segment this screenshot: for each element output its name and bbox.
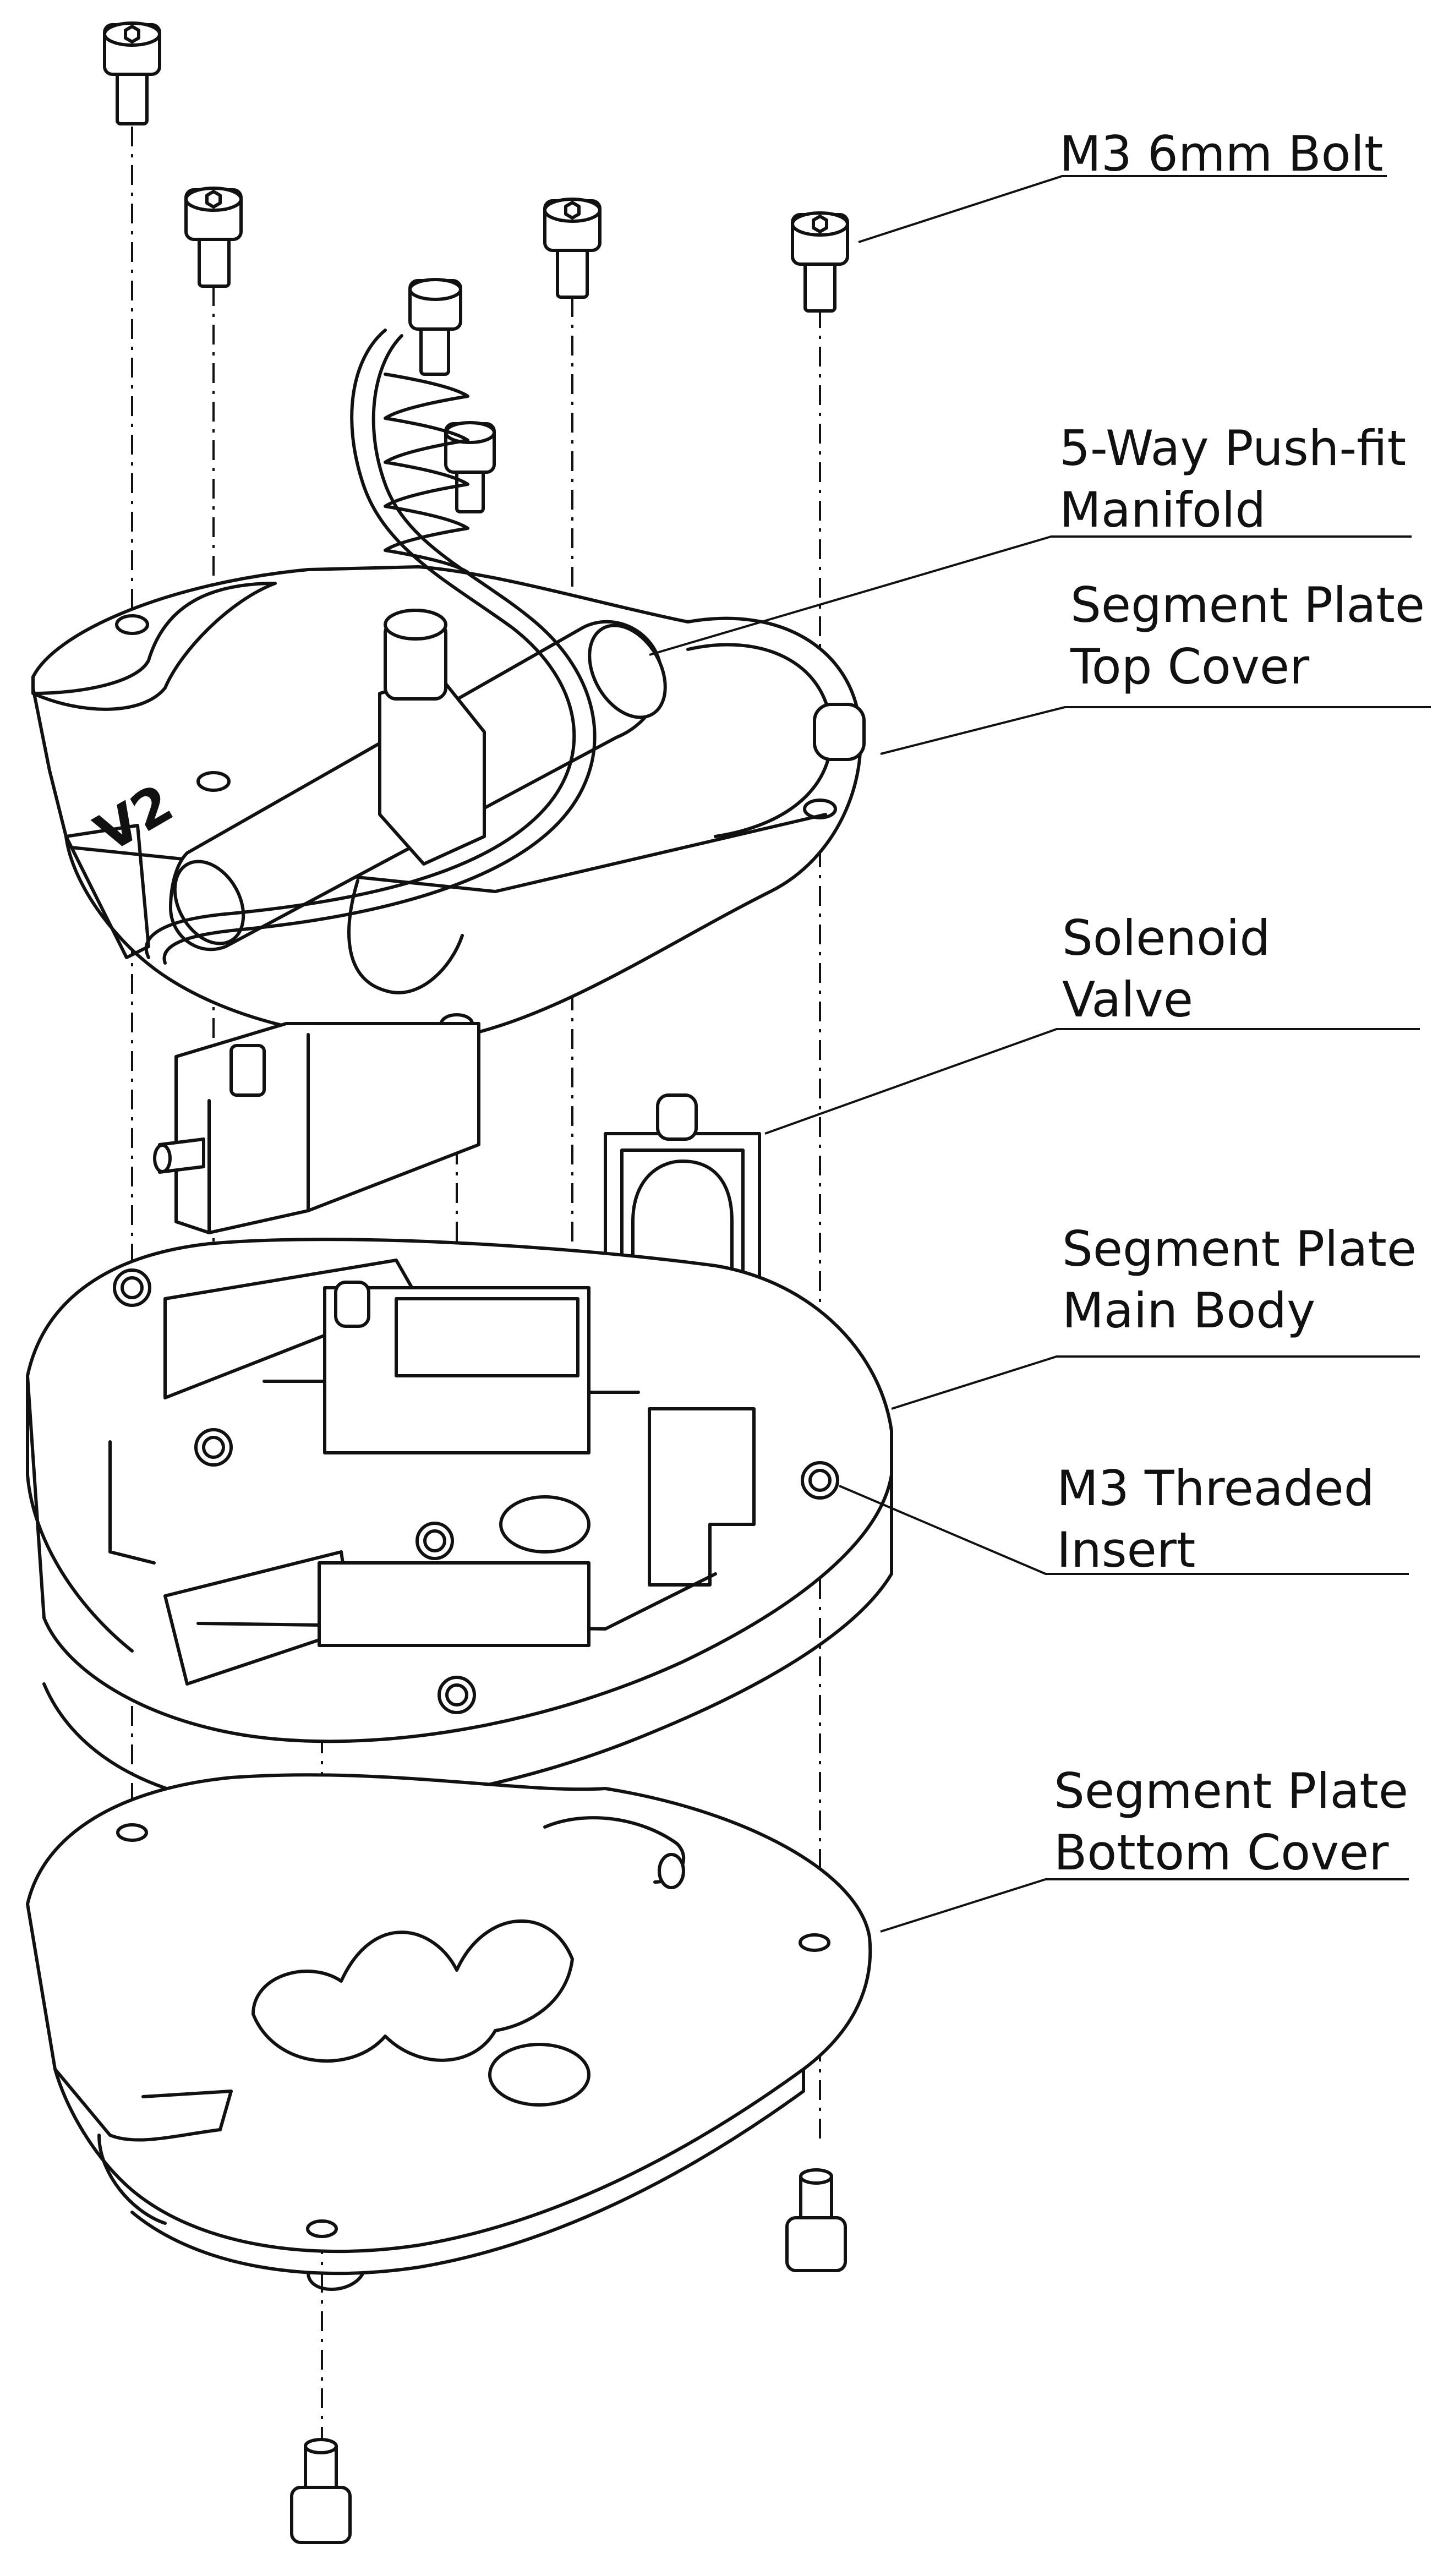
callout-leader-lines [649,175,1431,1933]
label-main-body: Segment Plate Main Body [1062,1221,1432,1339]
segment-plate-bottom-cover [26,1773,872,2291]
m3-bolt-top-2 [184,187,243,288]
m3-bolt-top-4 [791,211,849,313]
label-push-fit-manifold: 5-Way Push-fit Manifold [1059,420,1421,538]
solenoid-valve-left [153,1022,480,1234]
label-m3-bolt: M3 6mm Bolt [1059,125,1383,182]
m3-bolt-spring-1 [408,278,462,376]
m3-bolt-top-1 [103,21,161,125]
callout-labels: M3 6mm Bolt 5-Way Push-fit Manifold Segm… [1054,125,1438,1881]
label-threaded-insert: M3 Threaded Insert [1057,1460,1390,1578]
label-bottom-cover: Segment Plate Bottom Cover [1054,1763,1424,1881]
five-way-push-fit-manifold [169,609,667,994]
pneumatic-tube-loop [144,329,597,965]
m3-bolt-top-3 [543,198,602,299]
m3-bolt-spring-2 [444,421,496,513]
spring-coil [384,373,469,596]
m3-bolt-bottom-left [290,2438,352,2544]
label-solenoid-valve: Solenoid Valve [1062,910,1286,1028]
m3-bolt-bottom-right [785,2168,847,2272]
segment-plate-main-body [26,1238,893,1809]
label-top-cover: Segment Plate Top Cover [1070,577,1438,695]
